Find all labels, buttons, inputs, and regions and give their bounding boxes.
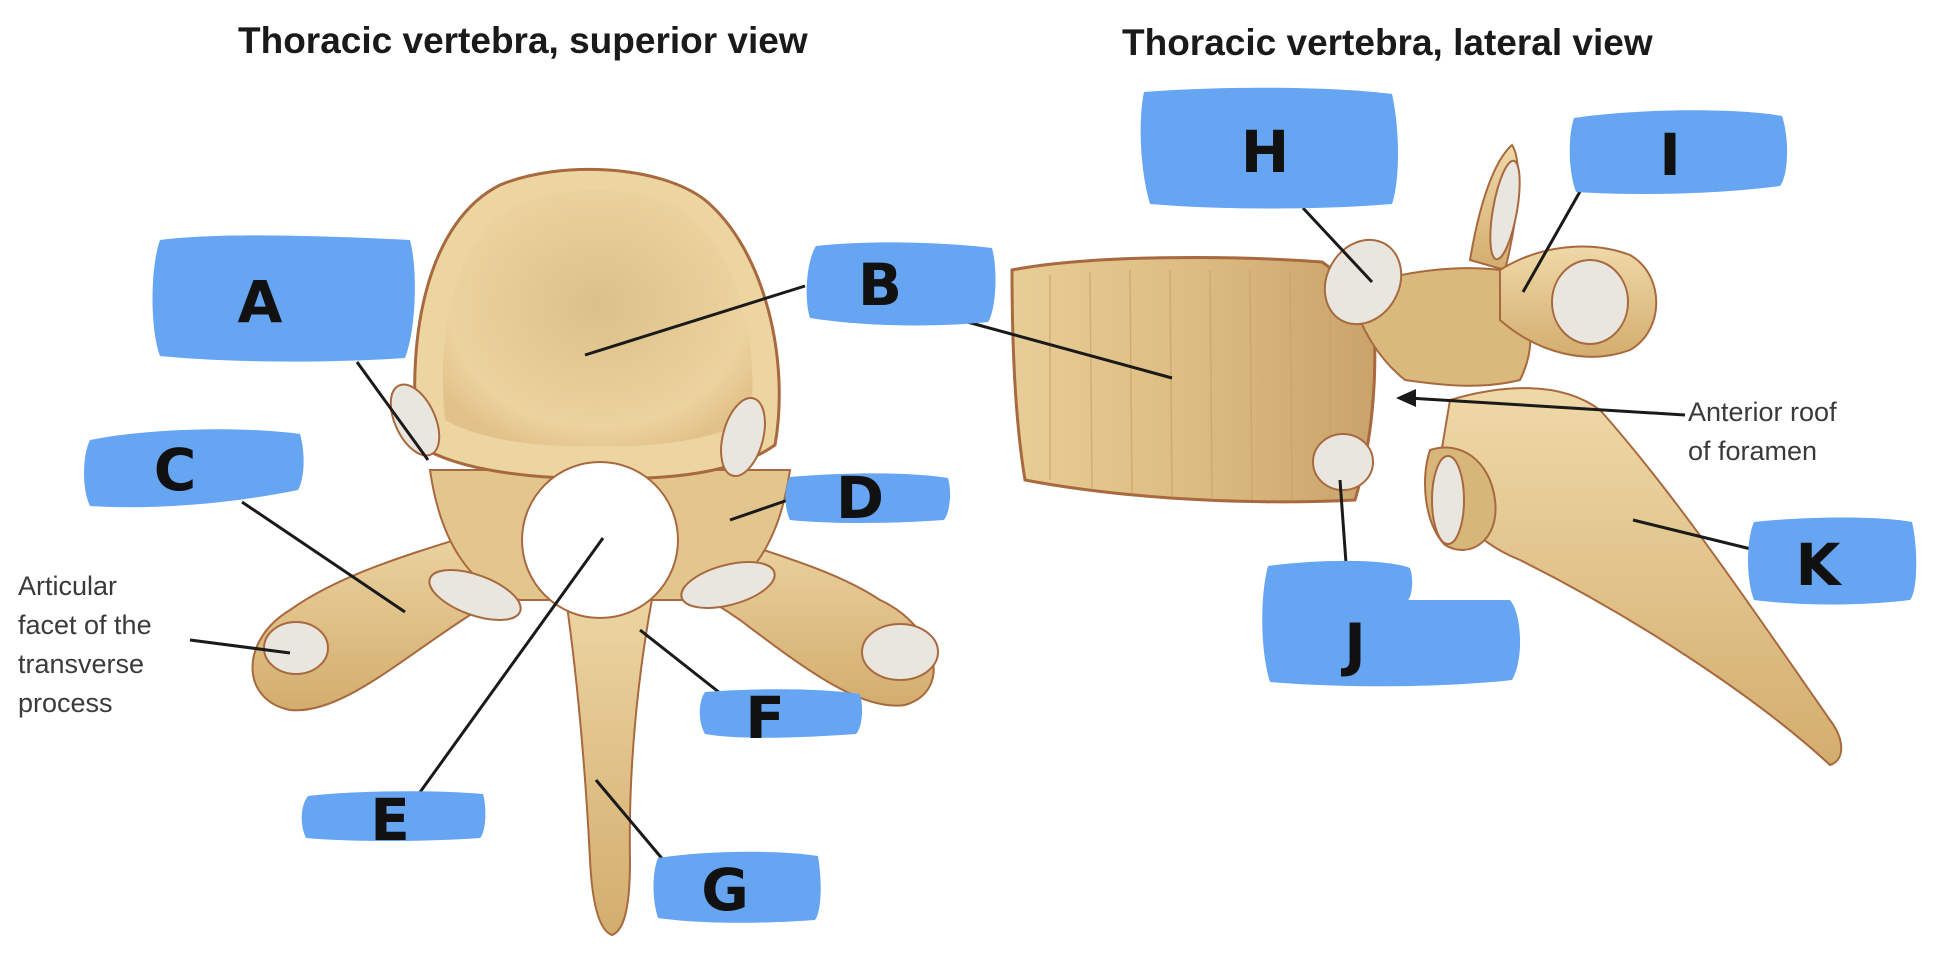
marker-d: D (836, 464, 884, 532)
marker-a: A (238, 268, 283, 336)
superior-costal-facet-left (389, 383, 441, 457)
leader-line-g (594, 779, 672, 869)
leader-line-k (1632, 518, 1756, 552)
marker-e: E (370, 786, 410, 854)
answer-box-d[interactable]: D (785, 464, 951, 532)
leader-line-a (355, 361, 430, 461)
leader-line-articular-facet (189, 638, 291, 655)
articular-facet-label-line: facet of the (18, 610, 152, 640)
answer-box-g[interactable]: G (653, 851, 821, 924)
lateral-view-title: Thoracic vertebra, lateral view (1122, 22, 1653, 63)
answer-box-e[interactable]: E (301, 786, 486, 854)
marker-c: C (154, 436, 197, 504)
leader-line-e (416, 537, 605, 796)
leader-line-b-superior (584, 284, 806, 357)
articular-facet-label-line: process (18, 688, 113, 718)
answer-box-a[interactable]: A (152, 235, 415, 362)
marker-h: H (1241, 118, 1290, 186)
lateral-view-vertebra (1010, 143, 1843, 767)
anterior-roof-label-line: Anterior roof (1688, 397, 1837, 427)
answer-box-j[interactable]: J (1262, 560, 1521, 687)
marker-k: K (1796, 531, 1843, 599)
answer-box-f[interactable]: F (699, 684, 863, 752)
marker-j: J (1340, 611, 1366, 679)
leader-lines (189, 187, 1756, 869)
answer-box-h[interactable]: H (1140, 87, 1398, 209)
marker-b: B (858, 251, 902, 319)
marker-i: I (1659, 121, 1681, 189)
answer-box-b[interactable]: B (806, 242, 996, 326)
lateral-inferior-costal-facet (1312, 433, 1374, 491)
leader-line-j (1338, 479, 1348, 564)
transverse-facet-left (263, 621, 329, 675)
superior-view-title: Thoracic vertebra, superior view (238, 20, 808, 61)
leader-line-c (241, 500, 406, 614)
superior-articular-process-left (428, 569, 522, 621)
anterior-roof-arrowhead (1396, 389, 1416, 407)
marker-f: F (745, 684, 785, 752)
lateral-superior-costal-facet (1323, 238, 1403, 326)
articular-facet-label-line: transverse (18, 649, 145, 679)
leader-line-d (729, 498, 789, 522)
articular-facet-label-line: Articular (18, 571, 118, 601)
leader-line-anterior-roof (1407, 396, 1686, 417)
anterior-roof-label-line: of foramen (1688, 436, 1818, 466)
leader-line-b-lateral (937, 312, 1173, 380)
leader-line-i (1521, 187, 1584, 293)
leader-line-f (639, 628, 721, 695)
marker-g: G (701, 856, 749, 924)
superior-view-vertebra (251, 167, 939, 937)
lateral-vertebral-body (1010, 255, 1377, 504)
answer-box-i[interactable]: I (1569, 110, 1788, 194)
answer-box-k[interactable]: K (1748, 517, 1917, 605)
anterior-roof-label: Anterior roof of foramen (1688, 393, 1837, 471)
lateral-transverse-facet (1551, 259, 1629, 345)
answer-box-c[interactable]: C (84, 429, 304, 508)
leader-line-h (1301, 206, 1374, 284)
superior-spinous-process (558, 559, 662, 937)
articular-facet-label: Articular facet of the transverse proces… (18, 567, 152, 723)
